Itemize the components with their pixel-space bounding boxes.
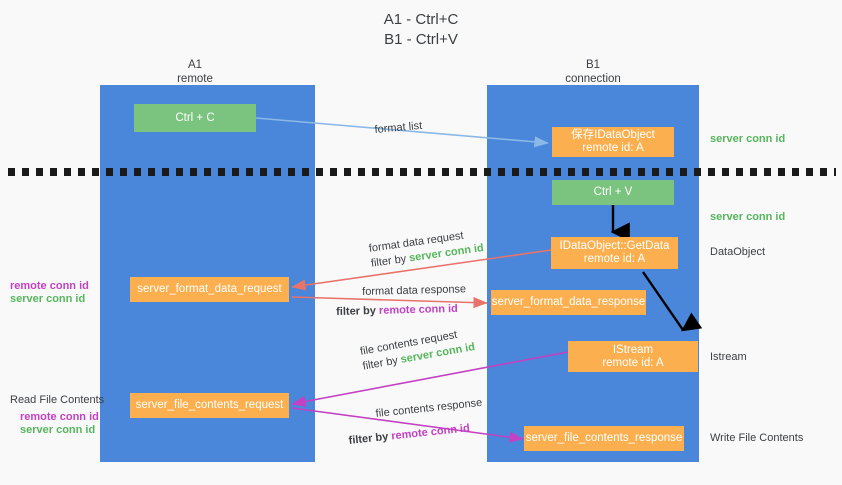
box-idataobject-getdata[interactable]: IDataObject::GetData remote id: A (551, 237, 678, 269)
box-istream-label: IStream remote id: A (602, 343, 664, 369)
label-server-conn-id-1: server conn id (10, 293, 86, 305)
box-server-file-contents-request-label: server_file_contents_request (135, 399, 284, 411)
box-server-file-contents-request[interactable]: server_file_contents_request (130, 393, 289, 418)
label-file-contents-response-filter: filter by remote conn id (348, 421, 471, 449)
box-server-format-data-response-label: server_format_data_response (491, 296, 646, 308)
label-format-data-response-text: format data response (362, 283, 467, 298)
filter-prefix: filter by (370, 252, 411, 270)
column-a1-sub: remote (177, 73, 213, 85)
filter-key: remote conn id (378, 302, 458, 317)
column-header-a1: A1 remote (125, 58, 265, 86)
box-server-format-data-request[interactable]: server_format_data_request (130, 277, 289, 302)
label-format-data-response: format data response (362, 282, 466, 300)
box-server-file-contents-response-label: server_file_contents_response (525, 432, 683, 444)
column-a1-name: A1 (187, 59, 203, 71)
label-istream: Istream (710, 351, 747, 363)
label-file-contents-response-text: file contents response (375, 396, 483, 420)
box-ctrl-c[interactable]: Ctrl + C (134, 104, 256, 132)
label-server-conn-id-top: server conn id (710, 133, 786, 145)
label-server-conn-id-mid: server conn id (710, 211, 786, 223)
filter-prefix: filter by (336, 304, 380, 318)
title-line-1: A1 - Ctrl+C (383, 11, 459, 28)
label-remote-conn-id-1: remote conn id (10, 280, 89, 292)
label-file-contents-request: file contents request filter by server c… (359, 325, 476, 374)
box-ctrl-c-label: Ctrl + C (175, 111, 215, 124)
title-line-2: B1 - Ctrl+V (384, 31, 458, 48)
page-title: A1 - Ctrl+C B1 - Ctrl+V (0, 10, 842, 50)
column-header-b1: B1 connection (523, 58, 663, 86)
box-save-idataobject-label: 保存IDataObject remote id: A (571, 129, 655, 154)
label-dataobject: DataObject (710, 246, 766, 258)
box-idataobject-getdata-label: IDataObject::GetData remote id: A (559, 240, 670, 265)
box-server-format-data-response[interactable]: server_format_data_response (491, 290, 646, 315)
column-b1-sub: connection (565, 73, 621, 85)
box-server-format-data-request-label: server_format_data_request (137, 283, 282, 295)
label-format-list: format list (374, 119, 423, 136)
label-format-data-request: format data request filter by server con… (368, 226, 485, 272)
label-format-data-response-filter: filter by remote conn id (336, 302, 458, 320)
box-ctrl-v-label: Ctrl + V (593, 186, 633, 198)
label-remote-conn-id-2: remote conn id (20, 411, 99, 423)
box-istream[interactable]: IStream remote id: A (568, 341, 698, 372)
label-file-contents-response: file contents response (375, 396, 483, 422)
filter-prefix: filter by (348, 430, 392, 447)
label-read-file-contents: Read File Contents (10, 394, 105, 406)
label-write-file-contents: Write File Contents (710, 432, 804, 444)
box-save-idataobject[interactable]: 保存IDataObject remote id: A (552, 127, 674, 157)
label-server-conn-id-2: server conn id (20, 424, 96, 436)
box-server-file-contents-response[interactable]: server_file_contents_response (524, 426, 684, 451)
filter-key: remote conn id (390, 422, 471, 443)
column-b1-name: B1 (585, 59, 601, 71)
box-ctrl-v[interactable]: Ctrl + V (552, 180, 674, 205)
